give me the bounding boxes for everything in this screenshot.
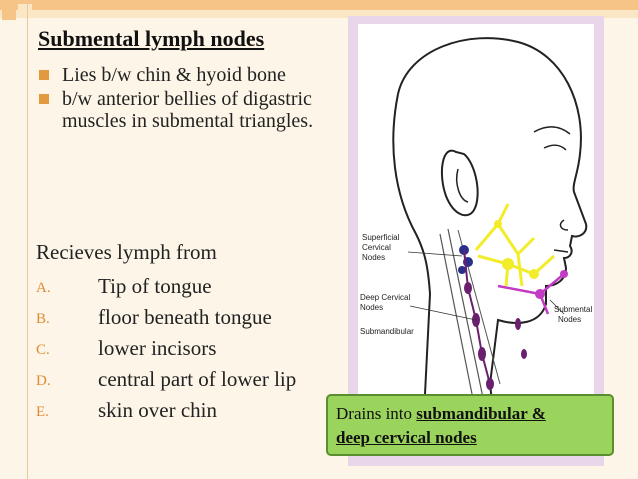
side-rule [27,0,28,479]
neck-back-outline [392,93,432,455]
label-submental-1: Submental [554,305,592,314]
label-submandibular: Submandibular [360,327,414,336]
callout-prefix: Drains into [336,404,417,423]
source-item: B. floor beneath tongue [36,305,346,336]
source-item: D. central part of lower lip [36,367,346,398]
submental-node [560,270,568,278]
label-superficial-3: Nodes [362,253,385,262]
bullet-item: b/w anterior bellies of digastric muscle… [36,88,326,132]
bullet-list: Lies b/w chin & hyoid bone b/w anterior … [36,64,326,134]
top-band-orange [0,0,638,10]
figure-canvas: Superficial Cervical Nodes Deep Cervical… [358,24,594,455]
source-list: A. Tip of tongue B. floor beneath tongue… [36,274,346,429]
bullet-item: Lies b/w chin & hyoid bone [36,64,326,86]
source-item: C. lower incisors [36,336,346,367]
receives-heading: Recieves lymph from [36,240,217,264]
source-letter: C. [36,342,50,358]
label-deep-1: Deep Cervical [360,293,410,302]
submental-node [535,289,545,299]
square-bullet-icon [39,94,49,104]
eye-line [543,144,567,151]
mouth-line [553,249,569,253]
top-decoration [0,0,638,22]
label-superficial-1: Superficial [362,233,400,242]
source-text: lower incisors [98,336,217,360]
brow-line [533,126,571,135]
nostril-line [559,219,569,231]
label-deep-2: Nodes [360,303,383,312]
corner-square [2,0,16,20]
source-letter: D. [36,373,51,389]
head-outline [397,37,588,455]
source-text: skin over chin [98,398,217,422]
source-item: A. Tip of tongue [36,274,346,305]
head-neck-lymph-illustration: Superficial Cervical Nodes Deep Cervical… [360,37,592,455]
corner-square [18,4,32,18]
muscle-band [439,233,479,425]
slide-title: Submental lymph nodes [38,26,265,51]
callout-emphasis-1: submandibular & [416,404,546,423]
ear-inner [456,168,469,203]
lymph-node-yellow [502,258,514,270]
label-submental-2: Nodes [558,315,581,324]
source-letter: B. [36,311,50,327]
label-superficial-2: Cervical [362,243,391,252]
figure-label-group: Superficial Cervical Nodes Deep Cervical… [360,233,592,336]
bullet-text: Lies b/w chin & hyoid bone [62,64,286,86]
square-bullet-icon [39,70,49,80]
label-leaders [407,251,565,321]
source-text: Tip of tongue [98,274,212,298]
bullet-text: b/w anterior bellies of digastric muscle… [62,88,314,132]
drainage-callout: Drains into submandibular & deep cervica… [326,394,614,456]
source-text: central part of lower lip [98,367,297,391]
top-band-cream [0,10,638,18]
lymph-vessels-yellow [474,203,556,287]
source-text: floor beneath tongue [98,305,272,329]
lymph-node-yellow [494,220,502,228]
muscle-band [447,228,489,423]
callout-emphasis-2: deep cervical nodes [336,428,477,447]
figure-panel: Superficial Cervical Nodes Deep Cervical… [348,16,604,466]
source-letter: A. [36,280,51,296]
ear-outline [440,149,479,217]
lymph-node-yellow [529,269,539,279]
source-item: E. skin over chin [36,398,346,429]
source-letter: E. [36,404,49,420]
